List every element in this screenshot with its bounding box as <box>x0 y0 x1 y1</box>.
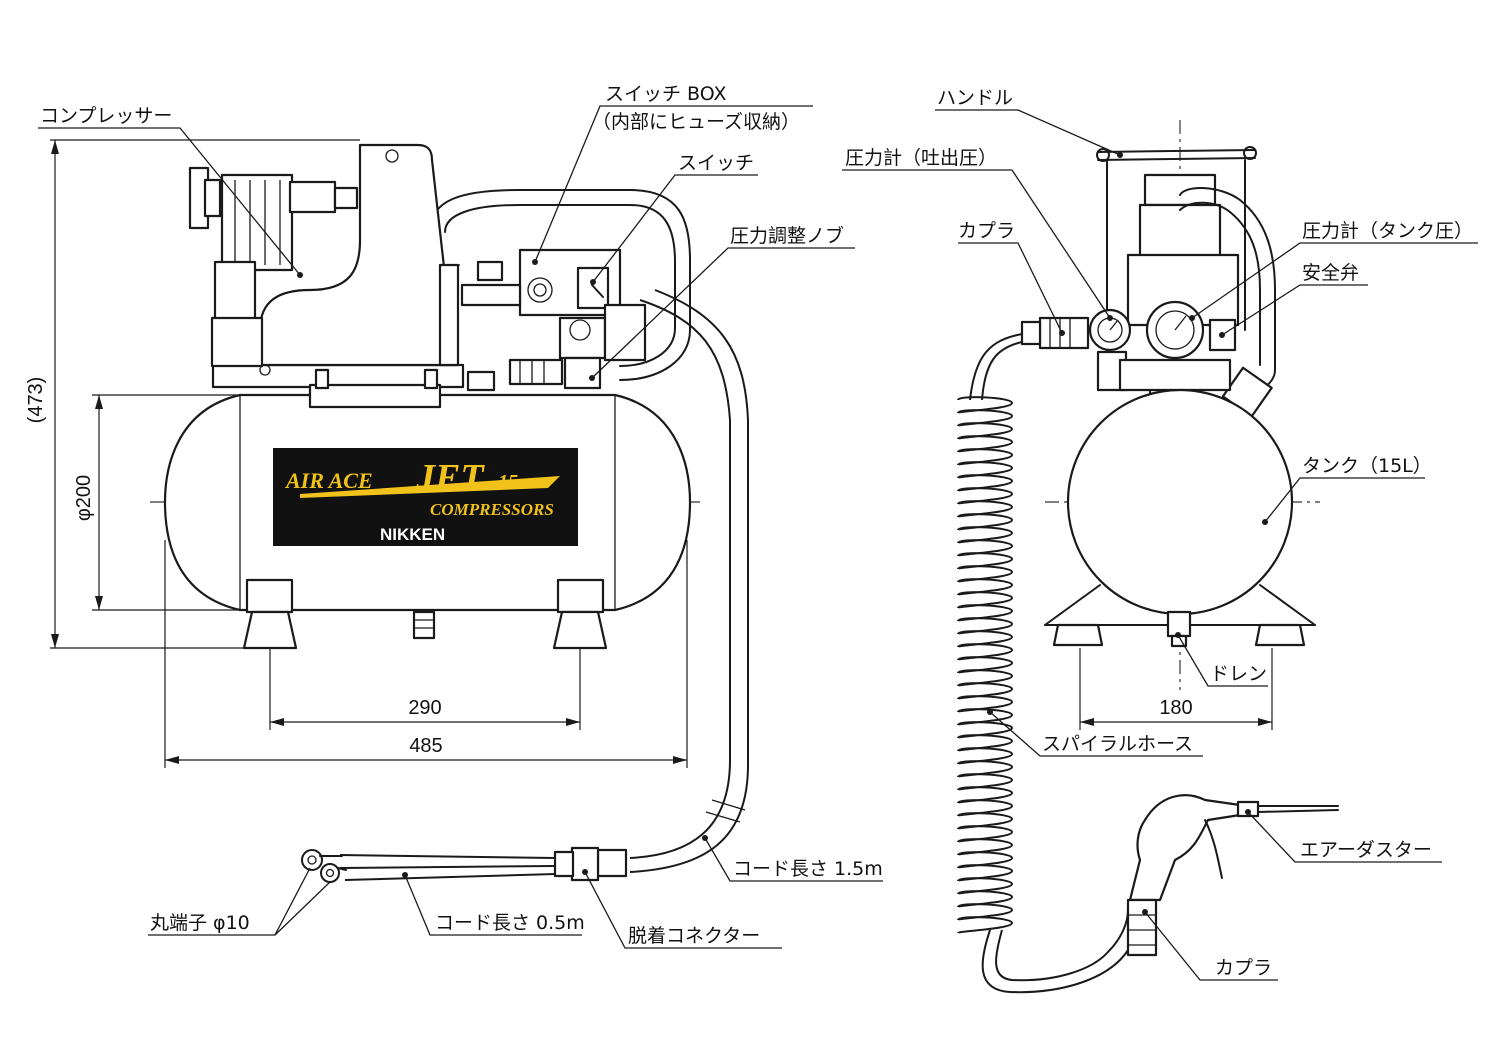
switch-box <box>460 248 622 317</box>
tank-feet <box>242 578 608 650</box>
dim-diameter: φ200 <box>73 475 95 521</box>
side-view: AIR ACE JET 15 COMPRESSORS NIKKEN <box>50 139 749 883</box>
front-view <box>957 120 1339 994</box>
logo-compressors: COMPRESSORS <box>430 500 554 519</box>
tank-front <box>1066 388 1294 616</box>
label-safety-valve: 安全弁 <box>1302 262 1359 284</box>
label-coupler-top: カプラ <box>958 220 1015 242</box>
logo-brand: NIKKEN <box>380 525 445 544</box>
front-dimension <box>1079 648 1273 730</box>
pressure-regulator <box>466 303 647 392</box>
dimension-lines <box>50 139 688 768</box>
label-switch-box: スイッチ BOX <box>605 83 727 105</box>
dim-foot-pitch: 290 <box>408 697 441 719</box>
label-air-duster: エアーダスター <box>1300 839 1432 861</box>
label-handle: ハンドル <box>937 87 1013 109</box>
label-compressor: コンプレッサー <box>40 105 172 127</box>
ring-terminals <box>301 849 347 883</box>
label-switch: スイッチ <box>678 152 754 174</box>
label-switch-box-note: （内部にヒューズ収納） <box>592 111 800 133</box>
coupler-upper <box>1020 316 1090 350</box>
label-drain: ドレン <box>1210 663 1267 685</box>
label-cord-length-short: コード長さ 0.5m <box>435 912 585 934</box>
dim-length: 485 <box>409 735 442 757</box>
logo-number: 15 <box>498 471 518 493</box>
logo-air-ace: AIR ACE <box>284 468 373 493</box>
logo-jet: JET <box>415 457 485 499</box>
label-coupler-bottom: カプラ <box>1215 957 1272 979</box>
label-tank: タンク（15L） <box>1302 455 1432 477</box>
label-spiral-hose: スパイラルホース <box>1042 733 1193 755</box>
label-ring-terminal: 丸端子 φ10 <box>150 912 250 934</box>
label-cord-length-long: コード長さ 1.5m <box>733 858 883 880</box>
handle <box>1096 146 1257 361</box>
motor-housing <box>258 143 457 367</box>
dimension-texts: (473) φ200 290 485 180 <box>25 377 1193 757</box>
air-duster <box>1126 794 1339 957</box>
labels: コンプレッサー スイッチ BOX （内部にヒューズ収納） スイッチ 圧力調整ノブ… <box>40 83 1473 979</box>
label-gauge-discharge: 圧力計（吐出圧） <box>845 147 997 169</box>
brand-logo-panel: AIR ACE JET 15 COMPRESSORS NIKKEN <box>273 448 578 546</box>
label-gauge-tank: 圧力計（タンク圧） <box>1302 220 1473 242</box>
dim-height: (473) <box>25 377 47 424</box>
label-connector: 脱着コネクター <box>628 925 760 947</box>
pressure-gauges <box>1088 300 1273 418</box>
leader-lines <box>38 105 1478 981</box>
detachable-connector <box>553 846 628 882</box>
dim-width: 180 <box>1159 697 1192 719</box>
label-pressure-knob: 圧力調整ノブ <box>730 224 844 247</box>
